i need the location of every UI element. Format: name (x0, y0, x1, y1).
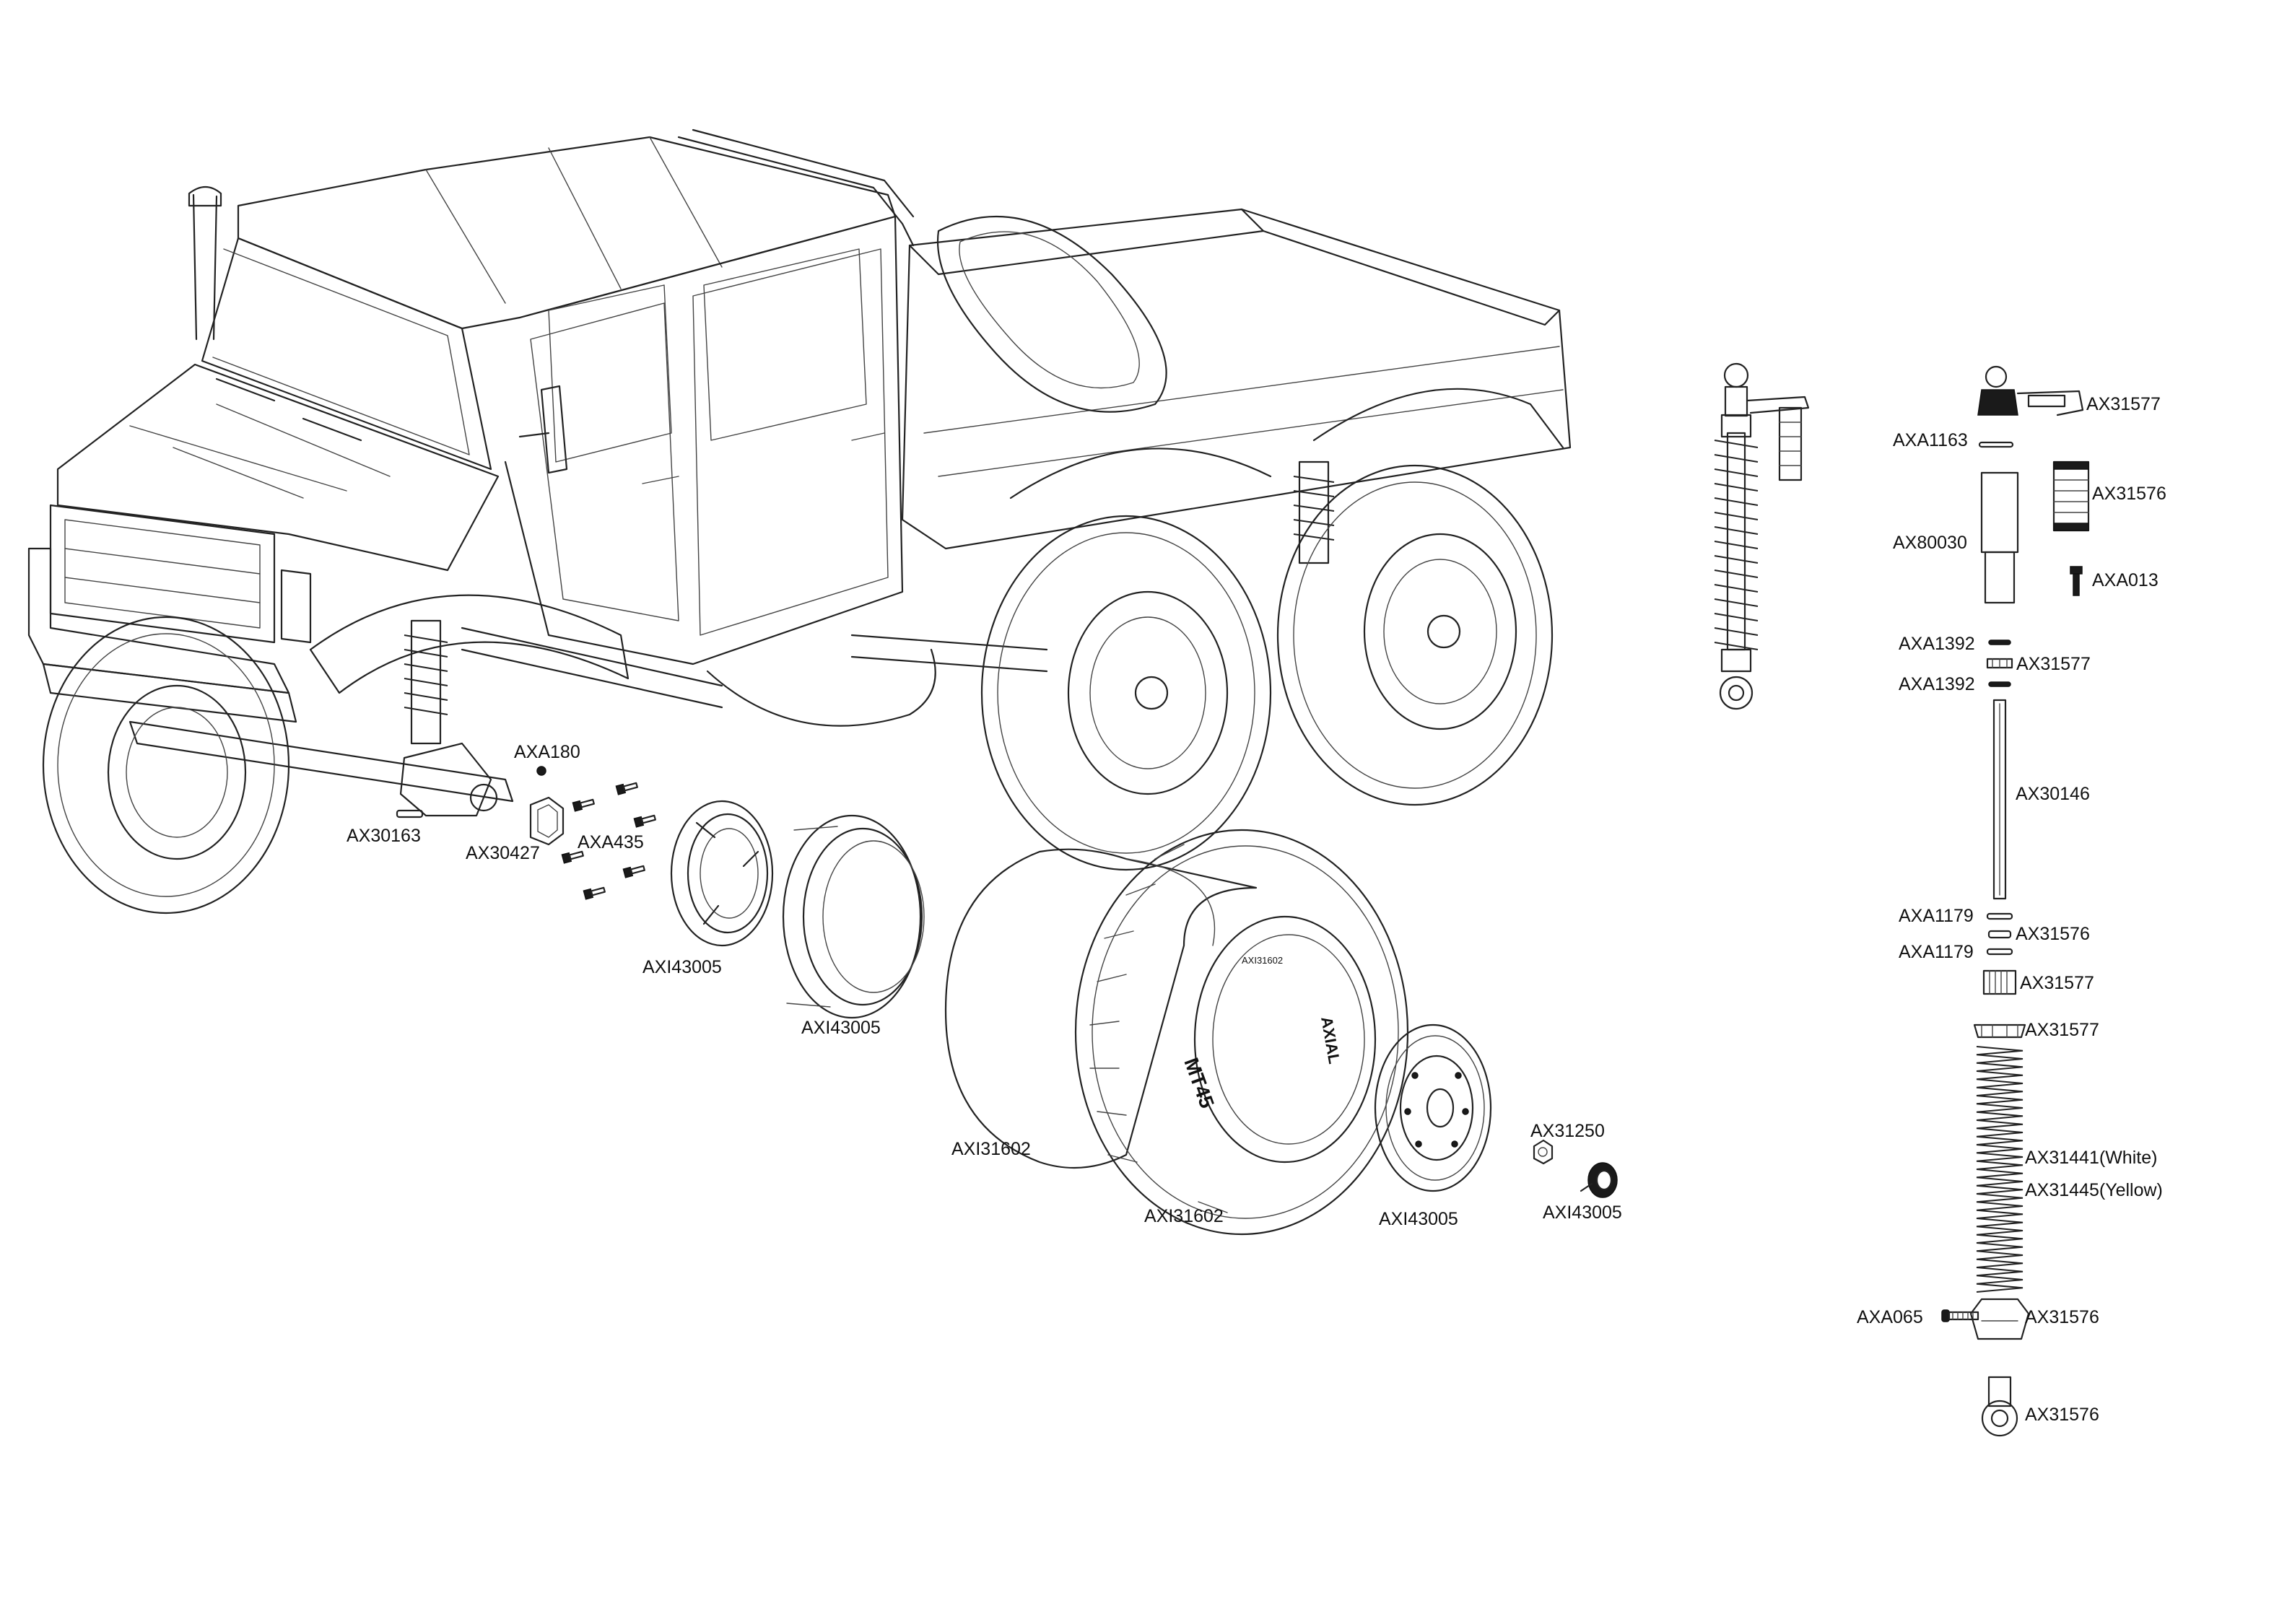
shock-rod-end (1981, 1376, 2018, 1437)
label-inner-ring: AXI43005 (801, 1018, 881, 1038)
label-tire: AXI31602 (1144, 1206, 1224, 1226)
shock-shaft (1992, 699, 2007, 900)
tire-sidewall-brand: AXIAL (1317, 1016, 1343, 1065)
spring-top-retainer (1973, 1023, 2026, 1039)
label-axa180: AXA180 (514, 742, 580, 762)
label-beadlock-ring: AXI43005 (642, 957, 722, 977)
shock-spring (1976, 1046, 2023, 1293)
label-shock-top-cap: AX31577 (2086, 394, 2161, 414)
shock-oring-top (1978, 441, 2014, 448)
axa180-setscrew (536, 766, 546, 776)
shock-screw (2070, 566, 2083, 596)
shock-pin (1941, 1309, 1979, 1322)
ax31250-nut (1533, 1139, 1554, 1165)
label-ax30427: AX30427 (466, 843, 540, 863)
shock-collar (1982, 969, 2017, 995)
label-spring-white: AX31441(White) (2025, 1148, 2157, 1168)
shock-oring-1 (1988, 639, 2011, 645)
label-shock-oring-top: AXA1163 (1893, 430, 1968, 450)
axa435-screws (561, 782, 656, 900)
label-spring-top-retainer: AX31577 (2025, 1020, 2099, 1040)
shock-spacer (2052, 460, 2090, 532)
label-shock-bushing: AX31577 (2016, 654, 2091, 674)
label-shock-rod-end: AX31576 (2025, 1405, 2099, 1425)
spring-lower-retainer (1969, 1298, 2030, 1340)
shock-bushing (1986, 658, 2013, 669)
front-wheel (42, 616, 290, 914)
label-shock-oring-3: AXA1179 (1899, 906, 1974, 926)
shock-oring-4 (1986, 948, 2013, 956)
label-shock-oring-1: AXA1392 (1899, 634, 1975, 654)
label-shock-spacer: AX31576 (2092, 484, 2166, 504)
shock-oring-2 (1988, 681, 2011, 687)
shock-oring-3 (1986, 912, 2013, 920)
truck-illustration (27, 128, 1572, 914)
label-ax30163: AX30163 (347, 826, 421, 846)
label-foam-insert: AXI31602 (951, 1139, 1031, 1159)
shock-piston (1987, 930, 2012, 939)
label-shock-collar: AX31577 (2020, 973, 2094, 993)
middle-wheel (980, 515, 1272, 871)
label-axa435: AXA435 (578, 832, 644, 852)
rear-wheel (1276, 464, 1554, 806)
label-shock-shaft: AX30146 (2016, 784, 2090, 804)
ax30427-hex-hub (529, 796, 565, 846)
label-spring-lower-retainer: AX31576 (2025, 1307, 2099, 1327)
inner-ring (782, 814, 925, 1019)
label-shock-screw: AXA013 (2092, 570, 2158, 590)
label-shock-oring-2: AXA1392 (1899, 674, 1975, 694)
part-labels: AXA180 AX30163 AX30427 AXA435 AXI43005 A… (347, 394, 2166, 1425)
label-spring-yellow: AX31445(Yellow) (2025, 1180, 2163, 1200)
label-wheel-face: AXI43005 (1379, 1209, 1458, 1229)
label-shock-piston: AX31576 (2016, 924, 2090, 944)
label-ax31250: AX31250 (1530, 1121, 1605, 1141)
tire-sidewall-partno: AXI31602 (1242, 955, 1283, 966)
label-shock-oring-4: AXA1179 (1899, 942, 1974, 962)
shock-top-cap (1977, 365, 2084, 416)
label-hub-cap: AXI43005 (1543, 1202, 1622, 1223)
tire-sidewall-mt45: MT45 (1180, 1055, 1219, 1111)
hub-cap (1580, 1162, 1618, 1198)
foam-insert (944, 848, 1258, 1169)
assembled-shock (1714, 362, 1810, 710)
beadlock-ring (670, 800, 774, 947)
tire: MT45 AXIAL AXI31602 (1074, 829, 1409, 1236)
wheel-face (1374, 1023, 1492, 1192)
label-shock-body: AX80030 (1893, 533, 1967, 553)
label-shock-pin: AXA065 (1857, 1307, 1923, 1327)
shock-body (1980, 471, 2019, 604)
ax30163-pin (396, 809, 424, 818)
